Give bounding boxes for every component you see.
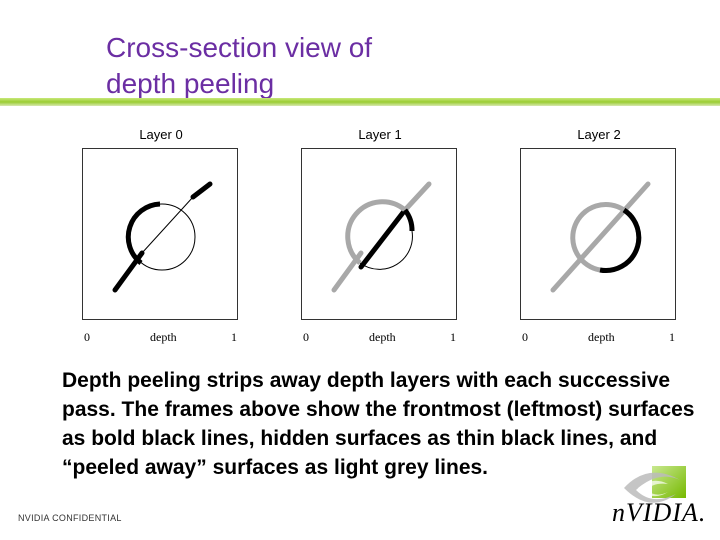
panel-1-axis-min: 0 [303, 330, 309, 344]
panel-2-axis-min: 0 [522, 330, 528, 344]
layer-1-arc-grey [345, 199, 407, 265]
layer-1-diagram [331, 181, 432, 293]
panel-0-axis-label: depth [150, 330, 177, 344]
nvidia-wordmark: nVIDIA. [612, 498, 707, 527]
slide-body-text: Depth peeling strips away depth layers w… [62, 369, 695, 479]
layer-0-line-thin [141, 196, 194, 254]
layer-1-arc-bold [402, 208, 415, 232]
layer-0-diagram [112, 181, 213, 293]
panel-label-layer-2: Layer 2 [577, 127, 621, 142]
panel-label-layer-0: Layer 0 [139, 127, 183, 142]
panel-layer-1 [301, 148, 457, 320]
layer-2-diagram [550, 181, 651, 293]
panel-1-axis-label: depth [369, 330, 396, 344]
panel-2-axis-label: depth [588, 330, 615, 344]
layer-1-line-grey-back [402, 181, 432, 213]
layer-1-arc-thin [359, 230, 413, 270]
footer-confidential: NVIDIA CONFIDENTIAL [18, 513, 122, 523]
layer-2-line-grey [550, 181, 651, 293]
layer-2-arc-grey [570, 202, 626, 273]
layer-2-arc-bold [599, 207, 642, 273]
layer-1-line-bold [358, 207, 408, 270]
layer-0-line-bold-back [190, 181, 213, 200]
panel-0-axis-max: 1 [231, 330, 237, 344]
nvidia-eye-logo-icon [624, 466, 686, 503]
panel-0-axis-min: 0 [84, 330, 90, 344]
panel-layer-2 [520, 148, 676, 320]
layer-0-arc-bold [125, 201, 161, 265]
panel-layer-0 [82, 148, 238, 320]
panel-2-axis-max: 1 [669, 330, 675, 344]
title-underline-bar [0, 98, 720, 106]
panel-1-axis-max: 1 [450, 330, 456, 344]
panel-label-layer-1: Layer 1 [358, 127, 402, 142]
slide-title: Cross-section view of depth peeling [106, 32, 373, 99]
